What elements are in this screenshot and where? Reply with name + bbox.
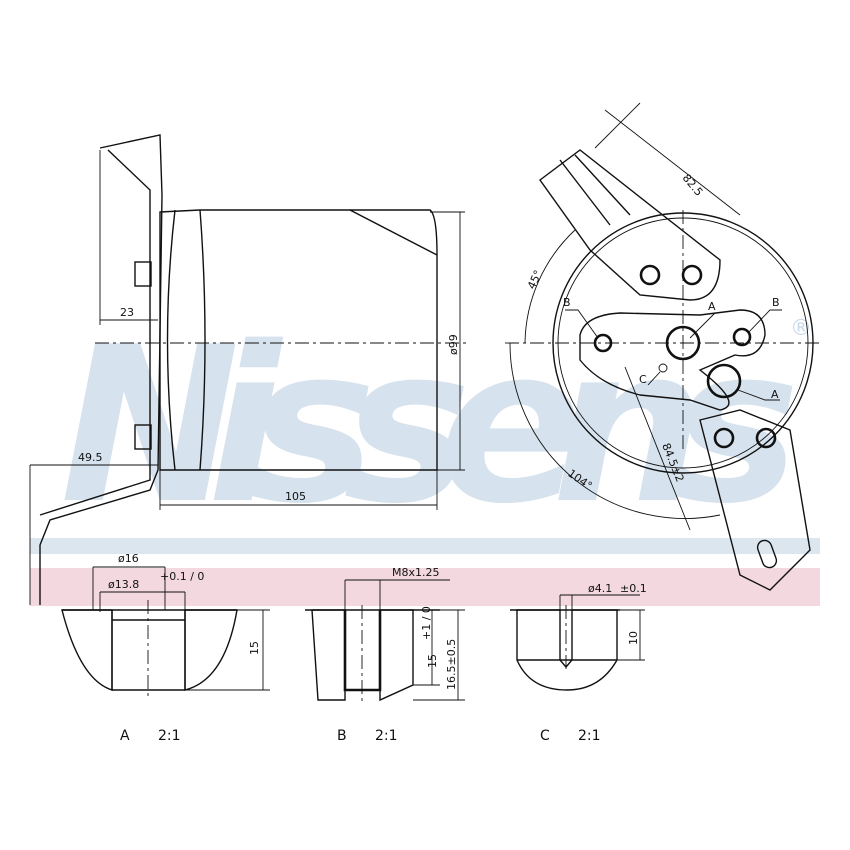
dim-diameter-16: ø16 <box>118 552 139 565</box>
watermark-text: Nissens <box>60 300 800 551</box>
callout-a-center: A <box>708 300 716 313</box>
dim-diameter-4-1: ø4.1 <box>588 582 612 595</box>
bolt-icon <box>639 264 661 286</box>
hole-c <box>658 363 668 373</box>
bolt-icon <box>755 427 777 449</box>
bolt-icon <box>681 264 703 286</box>
dim-15-thread: 15 <box>426 654 439 668</box>
dim-10: 10 <box>627 631 640 645</box>
tolerance-13-8: +0.1 / 0 <box>160 570 204 583</box>
registered-mark: ® <box>790 316 812 341</box>
callout-b-left: B <box>563 296 571 309</box>
detail-a-label: A <box>120 728 130 744</box>
bracket-upper <box>539 149 721 301</box>
detail-c: ø4.1 ±0.1 10 C 2:1 <box>510 582 647 744</box>
bolt-icon <box>713 427 735 449</box>
dim-23: 23 <box>120 306 134 319</box>
bolt-upper <box>134 261 152 287</box>
detail-b: M8x1.25 15 +1 / 0 16.5±0.5 B 2:1 <box>305 566 465 744</box>
angle-45: 45° <box>525 268 545 291</box>
detail-c-scale: 2:1 <box>578 728 601 744</box>
detail-b-scale: 2:1 <box>375 728 398 744</box>
dim-m8x1-25: M8x1.25 <box>392 566 440 579</box>
callout-a-lower: A <box>771 388 779 401</box>
bracket <box>39 134 163 605</box>
hole-b-left <box>593 333 613 353</box>
tolerance-15: +1 / 0 <box>420 606 433 640</box>
watermark-band-pink <box>30 568 820 606</box>
drier-cap <box>166 209 206 471</box>
dim-diameter-99: ø99 <box>447 334 460 355</box>
slot <box>756 539 778 569</box>
detail-c-label: C <box>540 728 550 744</box>
drier-body <box>159 209 438 471</box>
watermark-band-blue <box>30 538 820 554</box>
tolerance-4-1: ±0.1 <box>620 582 647 595</box>
side-view: 23 49.5 105 ø99 <box>29 134 470 605</box>
detail-a: ø16 ø13.8 +0.1 / 0 15 A 2:1 <box>61 552 270 744</box>
port-a-lower <box>706 363 742 399</box>
dim-82-5: 82.5 <box>680 172 706 199</box>
port-a-center <box>665 325 701 361</box>
dim-diameter-13-8: ø13.8 <box>108 578 139 591</box>
detail-a-scale: 2:1 <box>158 728 181 744</box>
hole-b-right <box>732 327 752 347</box>
bracket-lower <box>699 409 811 591</box>
dim-15: 15 <box>248 641 261 655</box>
bolt-lower <box>134 424 152 450</box>
callout-b-right: B <box>772 296 780 309</box>
dim-16-5: 16.5±0.5 <box>445 639 458 690</box>
dim-105: 105 <box>285 490 306 503</box>
dim-49-5: 49.5 <box>78 451 103 464</box>
watermark: Nissens ® <box>30 300 820 606</box>
detail-b-label: B <box>337 728 347 744</box>
callout-c: C <box>639 373 647 386</box>
flange <box>579 309 766 411</box>
